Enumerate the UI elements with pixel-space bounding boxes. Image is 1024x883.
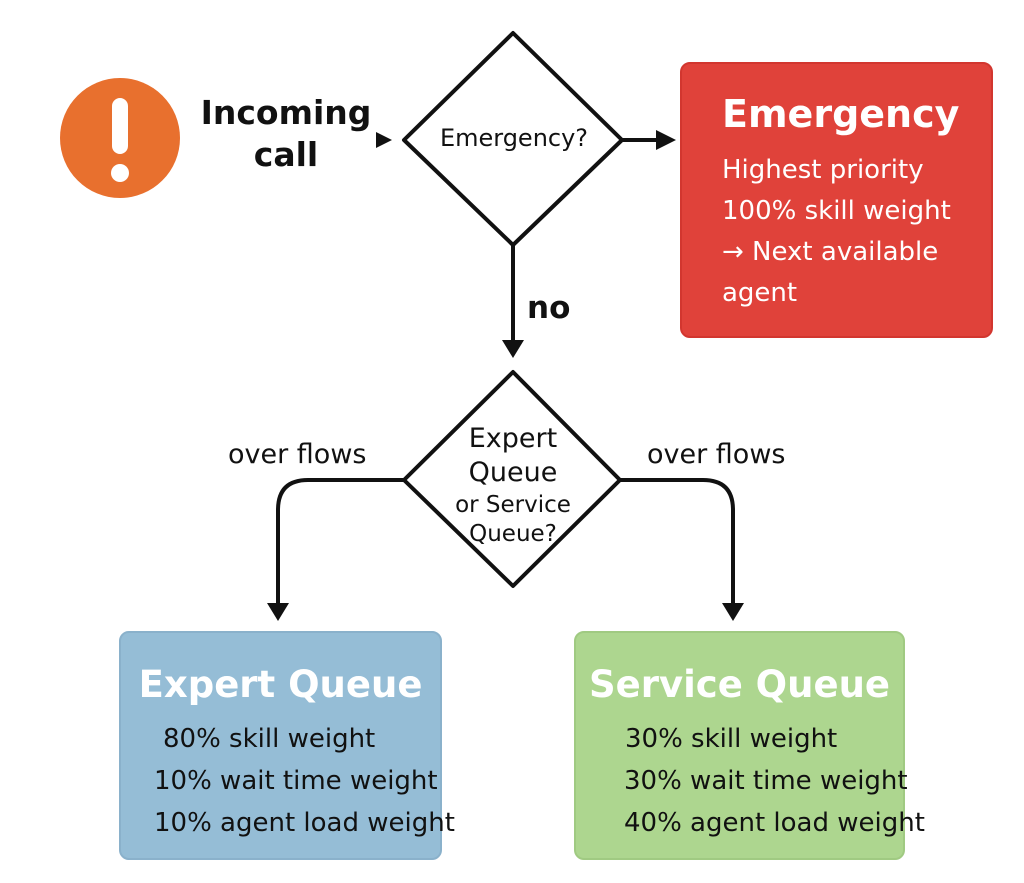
- service-queue-skill: 30% skill weight: [625, 724, 838, 754]
- decision-queue-line3: or Service: [455, 492, 571, 518]
- service-queue-wait: 30% wait time weight: [624, 766, 908, 796]
- emergency-title: Emergency: [722, 92, 960, 136]
- decision-queue-line4: Queue?: [469, 521, 557, 547]
- arrow-incoming-to-decision: [376, 132, 392, 148]
- service-queue-load: 40% agent load weight: [624, 808, 925, 838]
- incoming-call-line2: call: [253, 135, 319, 174]
- edge-overflow-left-arrowhead: [267, 603, 289, 621]
- expert-queue-wait: 10% wait time weight: [154, 766, 438, 796]
- emergency-box: Emergency Highest priority 100% skill we…: [680, 62, 993, 338]
- emergency-line-next: → Next available: [722, 237, 939, 267]
- overflow-right-label: over flows: [647, 439, 786, 470]
- incoming-call-label: Incoming call: [196, 92, 376, 176]
- decision-queue-line1: Expert: [468, 423, 558, 454]
- decision-queue-diamond: [402, 370, 622, 588]
- decision-queue-label: Expert Queue or Service Queue?: [433, 422, 593, 548]
- decision-queue-line2: Queue: [468, 457, 558, 488]
- edge-yes-arrowhead: [656, 130, 676, 150]
- exclamation-icon: [60, 78, 180, 198]
- decision-emergency-label: Emergency?: [439, 124, 589, 152]
- edge-overflow-left-line: [276, 478, 404, 605]
- edge-overflow-right-line: [620, 478, 735, 605]
- emergency-line-priority: Highest priority: [722, 155, 924, 185]
- expert-queue-title: Expert Queue: [138, 663, 423, 706]
- edge-no-arrowhead: [502, 340, 524, 358]
- emergency-line-agent: agent: [722, 278, 798, 308]
- expert-queue-box: Expert Queue 80% skill weight 10% wait t…: [119, 631, 455, 860]
- expert-queue-load: 10% agent load weight: [154, 808, 455, 838]
- edge-no-label: no: [527, 290, 571, 326]
- incoming-call-line1: Incoming: [200, 93, 372, 132]
- expert-queue-skill: 80% skill weight: [163, 724, 376, 754]
- overflow-left-label: over flows: [228, 439, 367, 470]
- edge-overflow-right-arrowhead: [722, 603, 744, 621]
- emergency-line-skill: 100% skill weight: [722, 196, 951, 226]
- service-queue-title: Service Queue: [588, 663, 891, 706]
- service-queue-box: Service Queue 30% skill weight 30% wait …: [574, 631, 925, 860]
